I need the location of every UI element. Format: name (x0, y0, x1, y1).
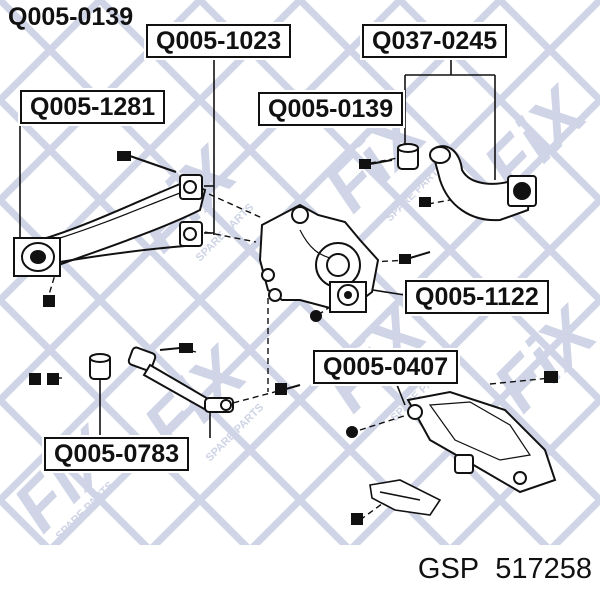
bushing-lower (89, 353, 111, 380)
bolt-icon (544, 371, 558, 383)
bolt-icon (419, 197, 431, 207)
bolt-icon (275, 383, 301, 395)
part-label-lower-mid: Q005-0407 (310, 348, 461, 386)
part-label-top-center: Q005-1023 (143, 22, 294, 60)
part-label-center: Q005-0139 (255, 90, 406, 128)
upper-control-arm (429, 145, 537, 222)
bolt-icon (159, 343, 193, 353)
bolt-icon (29, 373, 59, 385)
leader-lines (14, 40, 496, 438)
lateral-link (127, 346, 234, 413)
bushing-left (13, 237, 61, 277)
part-label-left: Q005-1281 (17, 88, 168, 126)
footer-caption: GSP 517258 (418, 553, 592, 586)
trailing-arm (38, 174, 207, 270)
bushing-upper (397, 143, 419, 170)
part-label-top-left: Q005-0139 (8, 3, 134, 31)
part-label-top-right: Q037-0245 (359, 22, 510, 60)
part-label-right-mid: Q005-1122 (403, 278, 551, 316)
bolt-icon (351, 513, 363, 525)
bolt-icon (359, 159, 393, 169)
bushing-knuckle (329, 281, 367, 313)
footer-part-number: 517258 (495, 553, 592, 585)
lower-control-arm (406, 390, 557, 494)
bolt-icon (346, 426, 358, 438)
bolt-icon (43, 295, 55, 307)
bolt-icon (310, 310, 322, 322)
spring-seat (369, 479, 442, 516)
bolt-icon (399, 251, 431, 264)
footer-brand: GSP (417, 553, 480, 585)
bolt-icon (117, 151, 177, 173)
part-label-bottom-left: Q005-0783 (41, 435, 192, 473)
bolts (29, 151, 558, 525)
